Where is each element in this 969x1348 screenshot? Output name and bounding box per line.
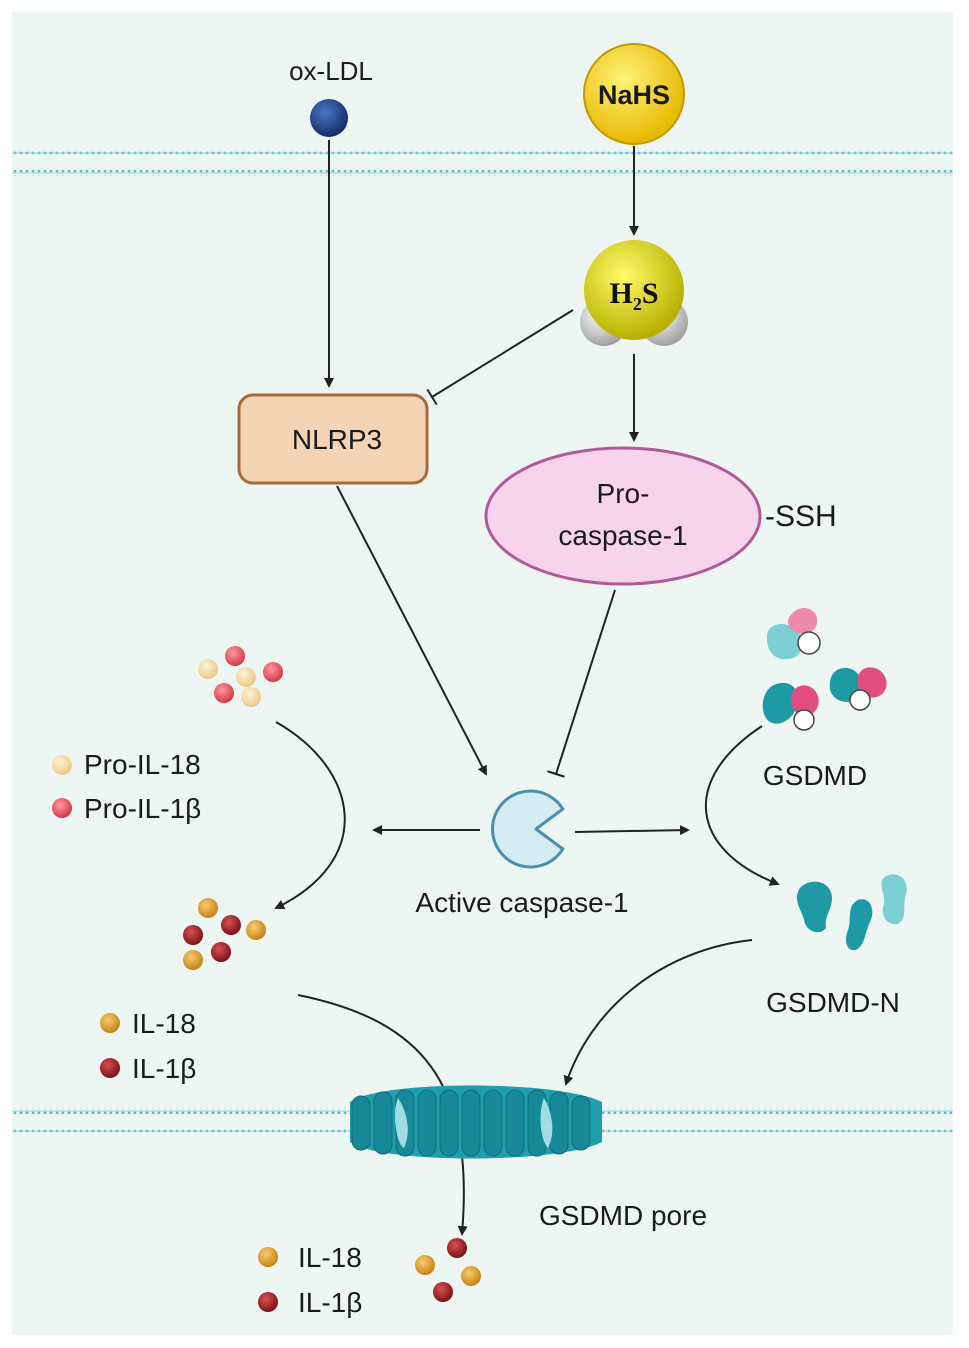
inhibit-h2s-to-nlrp3 — [426, 309, 574, 406]
pro-caspase-label-line1: Pro- — [597, 478, 650, 509]
pacman-caspase-icon — [491, 789, 565, 869]
pro-il-18-legend-dot — [52, 755, 72, 775]
ox-ldl-label: ox-LDL — [289, 56, 373, 86]
arrow-gsdmd-n-to-pore — [563, 939, 753, 1086]
nlrp3-box — [237, 393, 429, 485]
ssh-label: -SSH — [765, 500, 837, 533]
mature-cytokine-legend: IL-18 IL-1β — [100, 1008, 196, 1084]
arrow-nlrp3-to-caspase — [336, 485, 487, 776]
pro-il-18-legend-label: Pro-IL-18 — [84, 749, 201, 780]
arrow-gsdmd-to-gsdmd-n — [704, 725, 780, 886]
gsdmd-label: GSDMD — [763, 760, 867, 791]
pro-il-1b-legend-label: Pro-IL-1β — [84, 793, 201, 824]
pro-caspase-label-line2: caspase-1 — [558, 520, 687, 551]
released-cytokine-cluster — [415, 1238, 481, 1302]
h2s-molecule-icon — [580, 240, 688, 346]
released-il-18-legend-label: IL-18 — [298, 1242, 362, 1273]
released-cytokine-legend: IL-18 IL-1β — [258, 1242, 362, 1318]
ox-ldl-particle-icon — [310, 99, 348, 137]
released-il-1b-legend-dot — [258, 1292, 278, 1312]
mature-cytokine-cluster — [183, 898, 266, 970]
top-cell-membrane — [12, 150, 953, 176]
il-18-legend-dot — [100, 1013, 120, 1033]
pro-cytokine-cluster — [198, 646, 283, 707]
arrow-pro-to-mature-cytokines — [274, 721, 346, 910]
il-1b-legend-label: IL-1β — [132, 1053, 196, 1084]
gsdmd-n-fragments-icon — [796, 874, 907, 951]
gsdmd-protein-icon — [762, 608, 887, 731]
nahs-label: NaHS — [598, 80, 670, 110]
gsdmd-n-label: GSDMD-N — [766, 987, 900, 1018]
arrow-caspase-right — [574, 825, 690, 836]
pro-caspase-1-ellipse — [484, 446, 762, 586]
inhibit-procaspase-to-caspase — [547, 589, 616, 778]
pro-il-1b-legend-dot — [52, 798, 72, 818]
gsdmd-pore-icon — [350, 1085, 602, 1159]
gsdmd-pore-label: GSDMD pore — [539, 1200, 707, 1231]
active-caspase-label: Active caspase-1 — [415, 887, 628, 918]
h2s-label: H2S — [609, 277, 658, 314]
arrow-cytokine-release — [297, 994, 468, 1236]
pro-cytokine-legend: Pro-IL-18 Pro-IL-1β — [52, 749, 201, 824]
il-1b-legend-dot — [100, 1058, 120, 1078]
nlrp3-label: NLRP3 — [292, 424, 382, 455]
il-18-legend-label: IL-18 — [132, 1008, 196, 1039]
released-il-1b-legend-label: IL-1β — [298, 1287, 362, 1318]
nahs-sphere-icon — [583, 43, 685, 145]
released-il-18-legend-dot — [258, 1247, 278, 1267]
